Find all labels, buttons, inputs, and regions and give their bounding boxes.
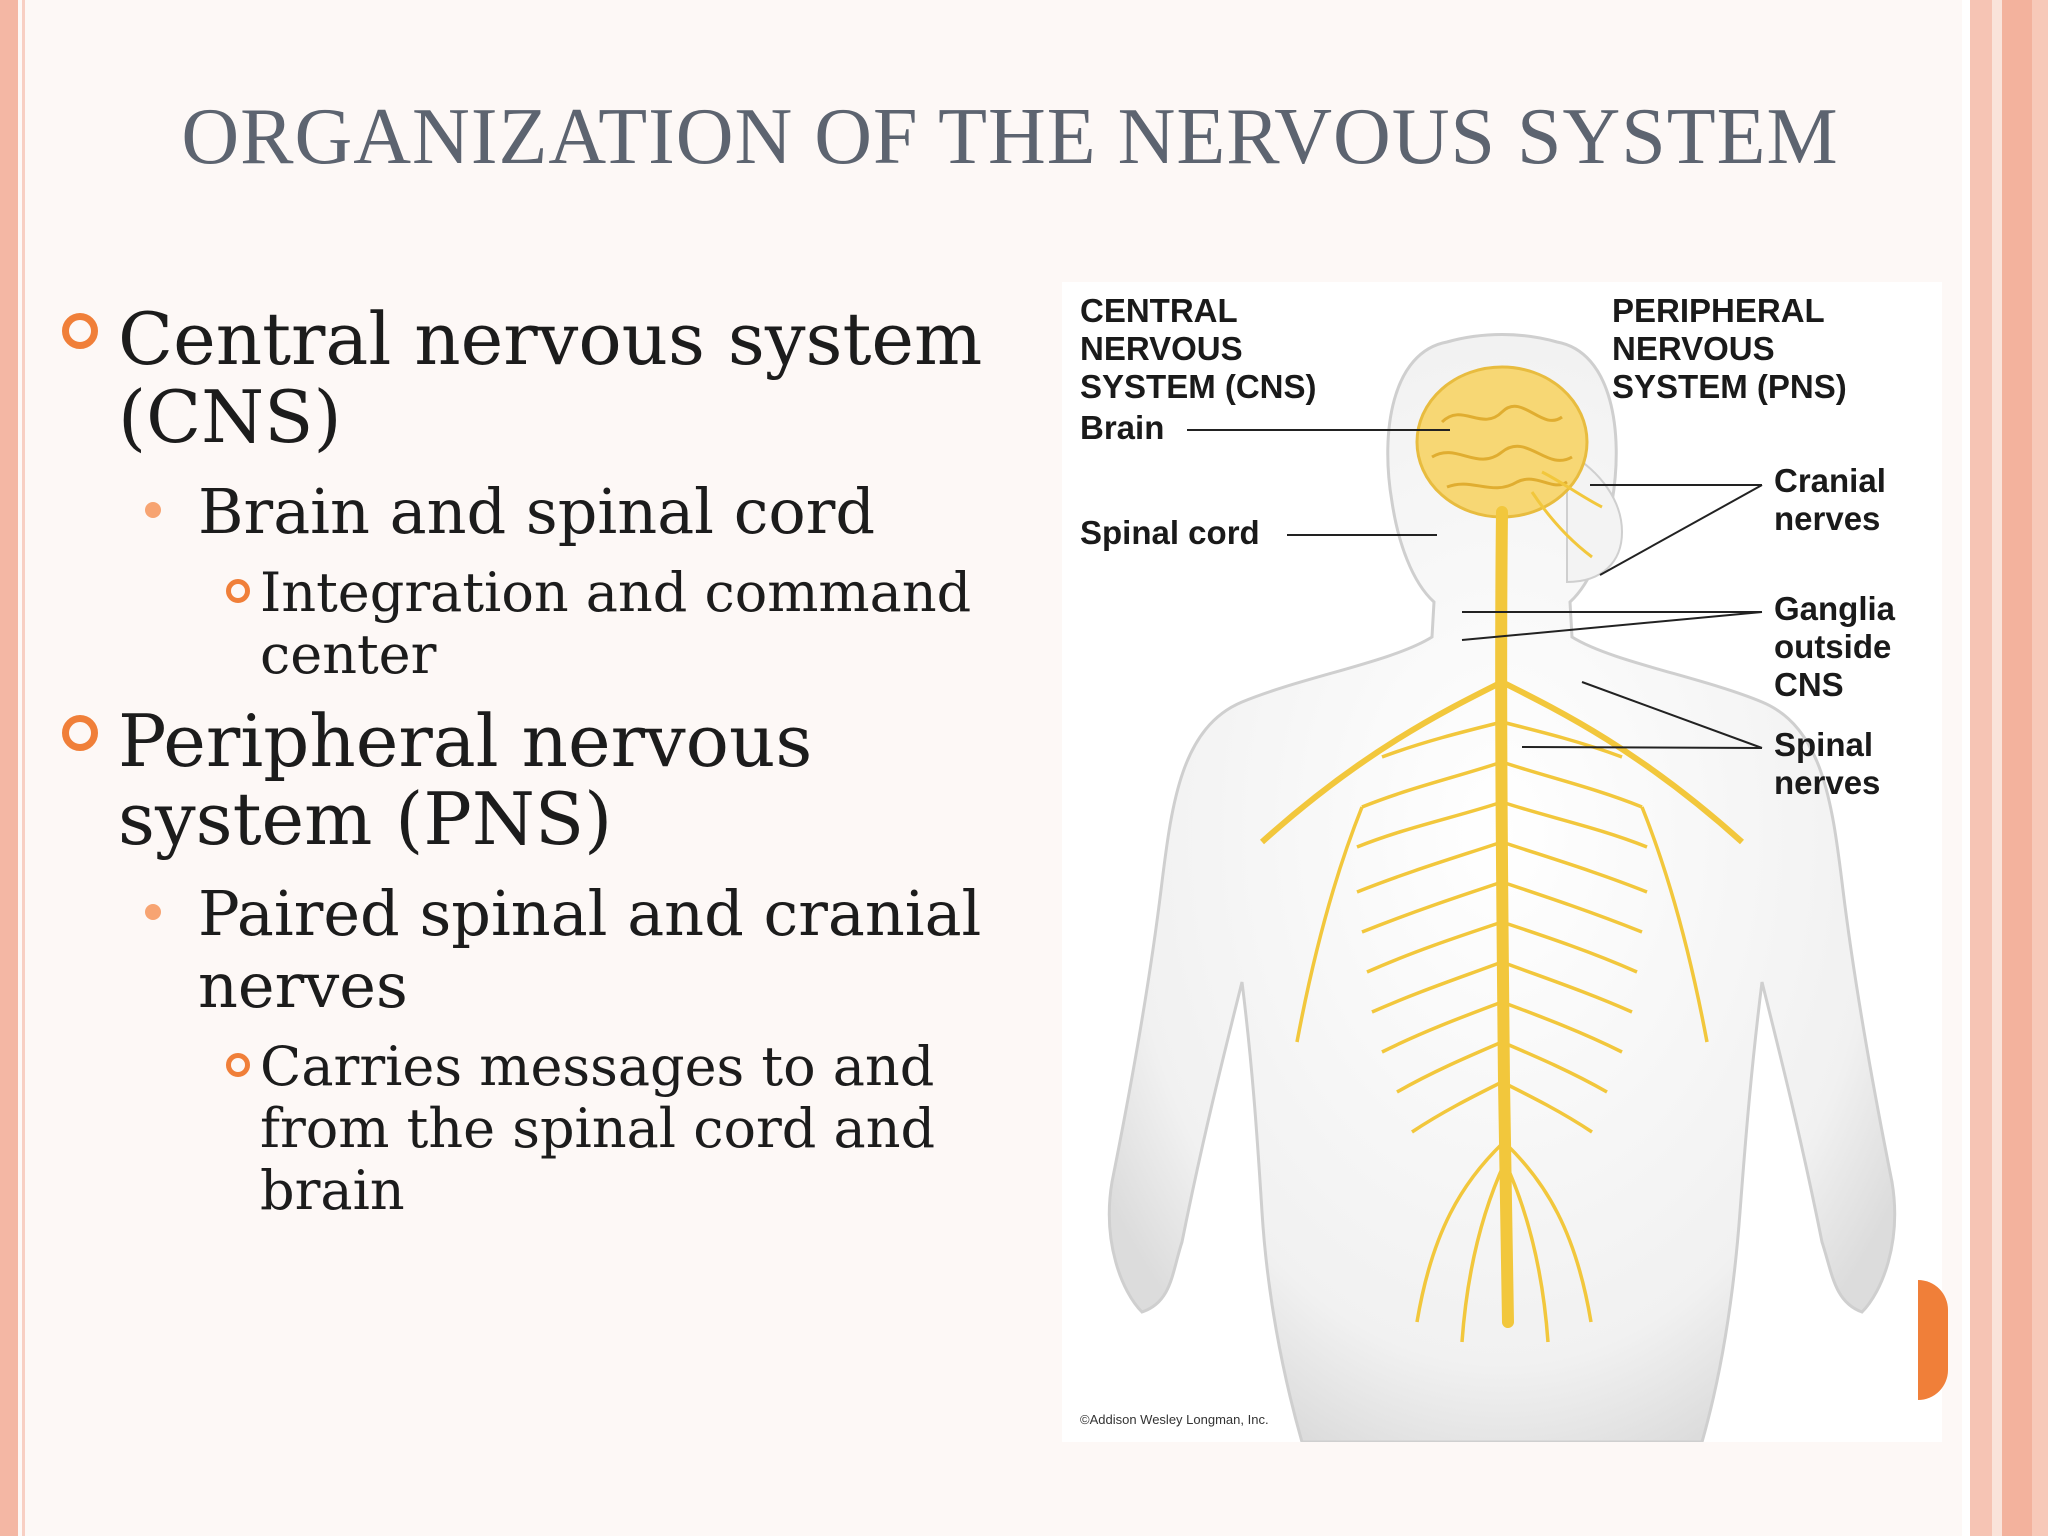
nervous-system-figure: CENTRAL NERVOUS SYSTEM (CNS) PERIPHERAL …	[1062, 282, 1942, 1444]
left-frame-line	[22, 0, 25, 1536]
bullet-text: Integration and command center	[260, 561, 972, 686]
cranial-nerve-shape	[1530, 491, 1593, 559]
brain-fold	[1440, 404, 1563, 424]
ring-bullet-icon	[226, 1053, 250, 1077]
label-cns-heading: CENTRAL NERVOUS SYSTEM (CNS)	[1080, 292, 1317, 406]
figure-credit: ©Addison Wesley Longman, Inc.	[1080, 1412, 1269, 1427]
bullet-text: Peripheral nervous system (PNS)	[118, 699, 813, 861]
spinal-cord-shape	[1495, 506, 1514, 1328]
brain-fold	[1446, 477, 1568, 490]
label-line: Cranial	[1774, 462, 1886, 499]
label-line: nerves	[1774, 500, 1881, 537]
label-line: NERVOUS	[1612, 330, 1775, 367]
label-line: outside	[1774, 628, 1892, 665]
bullet-list: Central nervous system (CNS) Brain and s…	[60, 300, 1020, 1238]
bullet-text: Paired spinal and cranial nerves	[198, 877, 982, 1022]
ring-bullet-icon	[226, 579, 250, 603]
spinal-nerves-group	[1295, 720, 1709, 1343]
label-pns-heading: PERIPHERAL NERVOUS SYSTEM (PNS)	[1612, 292, 1847, 406]
bullet-paired-nerves: Paired spinal and cranial nerves	[60, 878, 1020, 1022]
label-line: Ganglia	[1774, 590, 1896, 627]
label-line: CNS	[1774, 666, 1844, 703]
bullet-brain-spinal-cord: Brain and spinal cord	[60, 476, 1020, 548]
slide-nav-tab[interactable]	[1918, 1280, 1948, 1400]
cranial-nerve-shape	[1541, 470, 1603, 509]
dot-bullet-icon	[145, 502, 161, 518]
arm-nerve-right	[1500, 679, 1745, 845]
arm-nerve-left	[1259, 679, 1504, 845]
label-line: CENTRAL	[1080, 292, 1238, 329]
bullet-integration: Integration and command center	[60, 562, 1020, 686]
bullet-text: Central nervous system (CNS)	[118, 297, 983, 459]
dot-bullet-icon	[145, 904, 161, 920]
label-spinal-nerves: Spinal nerves	[1774, 726, 1880, 802]
ring-bullet-icon	[62, 313, 98, 349]
bullet-text: Brain and spinal cord	[198, 475, 876, 548]
label-line: NERVOUS	[1080, 330, 1243, 367]
label-spinal-cord: Spinal cord	[1080, 514, 1260, 551]
bullet-carries-messages: Carries messages to and from the spinal …	[60, 1036, 1020, 1222]
leader-lines	[1187, 429, 1763, 749]
bullet-pns: Peripheral nervous system (PNS)	[60, 702, 1020, 858]
label-brain: Brain	[1080, 409, 1165, 446]
label-line: SYSTEM (CNS)	[1080, 368, 1317, 405]
body-illustration	[1062, 282, 1942, 1444]
slide-title: ORGANIZATION OF THE NERVOUS SYSTEM	[181, 93, 1839, 181]
ring-bullet-icon	[62, 715, 98, 751]
label-ganglia: Ganglia outside CNS	[1774, 590, 1895, 704]
bullet-text: Carries messages to and from the spinal …	[260, 1035, 936, 1222]
label-line: SYSTEM (PNS)	[1612, 368, 1847, 405]
brain-shape	[1415, 365, 1589, 519]
label-line: Spinal	[1774, 726, 1874, 763]
bullet-cns: Central nervous system (CNS)	[60, 300, 1020, 456]
left-frame-bar	[0, 0, 18, 1536]
brain-fold	[1431, 444, 1573, 462]
label-cranial-nerves: Cranial nerves	[1774, 462, 1886, 538]
label-line: PERIPHERAL	[1612, 292, 1825, 329]
label-line: nerves	[1774, 764, 1881, 801]
right-frame-bar	[1962, 0, 2048, 1536]
